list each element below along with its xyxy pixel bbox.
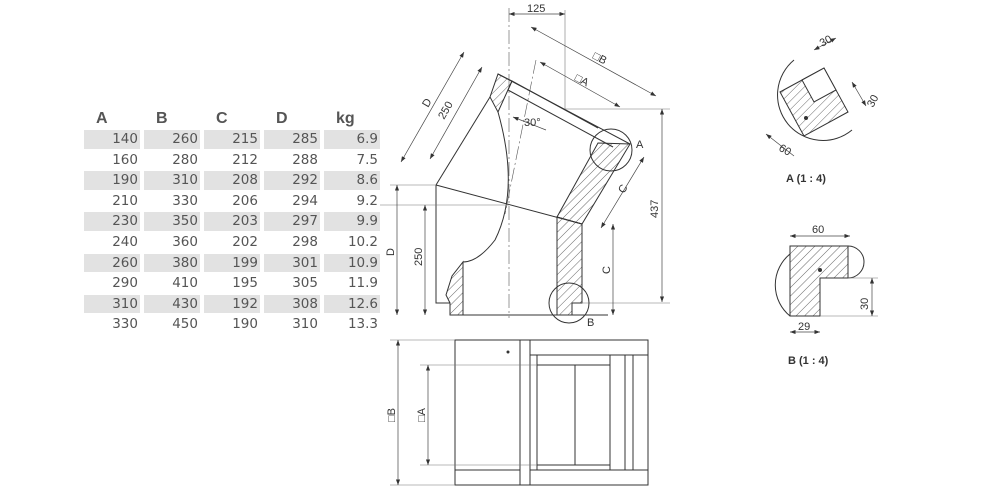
detail-a-dim-bottom: 60: [777, 142, 794, 159]
table-cell: 210: [112, 192, 138, 209]
table-cell: 8.6: [324, 171, 380, 190]
detail-a-label: A (1 : 4): [786, 173, 826, 185]
table-cell: 305: [292, 275, 318, 292]
detail-b-dim-bottom: 29: [798, 321, 810, 333]
table-cell: 12.6: [324, 294, 380, 314]
column-header-a: A: [96, 110, 108, 127]
table-cell: 290: [112, 275, 138, 292]
column-header-d: D: [276, 110, 288, 127]
dim-125-label: 125: [527, 3, 545, 15]
angle-label: 30°: [524, 117, 541, 129]
detail-b-dim-top: 60: [812, 224, 824, 236]
dim-437-label: 437: [649, 200, 661, 218]
table-cell: 215: [204, 130, 260, 149]
table-cell: 297: [264, 212, 320, 231]
table-cell: 288: [292, 151, 318, 168]
table-cell: 212: [232, 151, 258, 168]
table-row: 290 410 195 305 11.9: [84, 274, 380, 293]
plan-dim-sqA-label: □A: [416, 407, 428, 422]
table-cell: 140: [84, 130, 140, 149]
plan-view: □B □A: [386, 339, 649, 486]
table-cell: 280: [172, 151, 198, 168]
table-cell: 310: [144, 171, 200, 190]
detail-a: 30 30 60 A (1 : 4): [765, 33, 881, 185]
table-cell: 450: [172, 316, 198, 333]
table-row: 210 330 206 294 9.2: [84, 192, 380, 211]
table-cell: 308: [264, 294, 320, 314]
table-cell: 11.9: [347, 275, 378, 292]
dim-C-tilted-label: C: [616, 183, 630, 196]
table-cell: 298: [292, 233, 318, 250]
table-cell: 310: [84, 294, 140, 314]
table-cell: 202: [232, 233, 258, 250]
dim-D-label: D: [385, 248, 397, 256]
column-header-kg: kg: [336, 110, 355, 127]
table-cell: 310: [292, 316, 318, 333]
table-cell: 380: [144, 253, 200, 273]
table-cell: 195: [232, 275, 258, 292]
table-cell: 190: [84, 171, 140, 190]
detail-marker-B: B: [587, 317, 594, 329]
table-cell: 203: [204, 212, 260, 231]
table-cell: 199: [204, 253, 260, 273]
elevation-view: 125 □B □A D 250 30° C 437 D 250 C A B: [380, 3, 670, 329]
table-cell: 160: [112, 151, 138, 168]
table-cell: 10.9: [324, 253, 380, 273]
detail-a-dim-right: 30: [865, 93, 881, 109]
table-cell: 294: [292, 192, 318, 209]
table-row: 160 280 212 288 7.5: [84, 151, 380, 170]
detail-b-label: B (1 : 4): [788, 355, 829, 367]
table-cell: 260: [144, 130, 200, 149]
detail-b-dim-right: 30: [859, 298, 871, 310]
table-cell: 208: [204, 171, 260, 190]
table-cell: 410: [172, 275, 198, 292]
column-header-b: B: [156, 110, 168, 127]
table-cell: 190: [232, 316, 258, 333]
table-cell: 10.2: [347, 233, 378, 250]
table-row: 330 450 190 310 13.3: [84, 315, 380, 334]
detail-a-dim-top: 30: [818, 33, 834, 49]
table-cell: 9.2: [356, 192, 378, 209]
dim-sqB-label: □B: [591, 50, 609, 67]
dim-C-label: C: [601, 266, 613, 274]
table-cell: 360: [172, 233, 198, 250]
table-cell: 330: [112, 316, 138, 333]
table-cell: 292: [264, 171, 320, 190]
detail-b: 60 30 29 B (1 : 4): [774, 224, 878, 367]
table-cell: 430: [144, 294, 200, 314]
table-header-row: A B C D kg: [84, 110, 380, 128]
table-cell: 330: [172, 192, 198, 209]
column-header-c: C: [216, 110, 228, 127]
table-cell: 350: [144, 212, 200, 231]
table-cell: 260: [84, 253, 140, 273]
table-cell: 206: [232, 192, 258, 209]
dim-sqA-label: □A: [573, 72, 592, 89]
table-cell: 240: [112, 233, 138, 250]
table-row: 240 360 202 298 10.2: [84, 233, 380, 252]
table-cell: 13.3: [347, 316, 378, 333]
table-cell: 192: [204, 294, 260, 314]
table-cell: 9.9: [324, 212, 380, 231]
table-cell: 230: [84, 212, 140, 231]
detail-marker-A: A: [636, 139, 644, 151]
plan-dim-sqB-label: □B: [386, 408, 398, 422]
table-cell: 301: [264, 253, 320, 273]
table-cell: 6.9: [324, 130, 380, 149]
table-cell: 7.5: [356, 151, 378, 168]
dim-250-label: 250: [413, 248, 425, 266]
table-cell: 285: [264, 130, 320, 149]
